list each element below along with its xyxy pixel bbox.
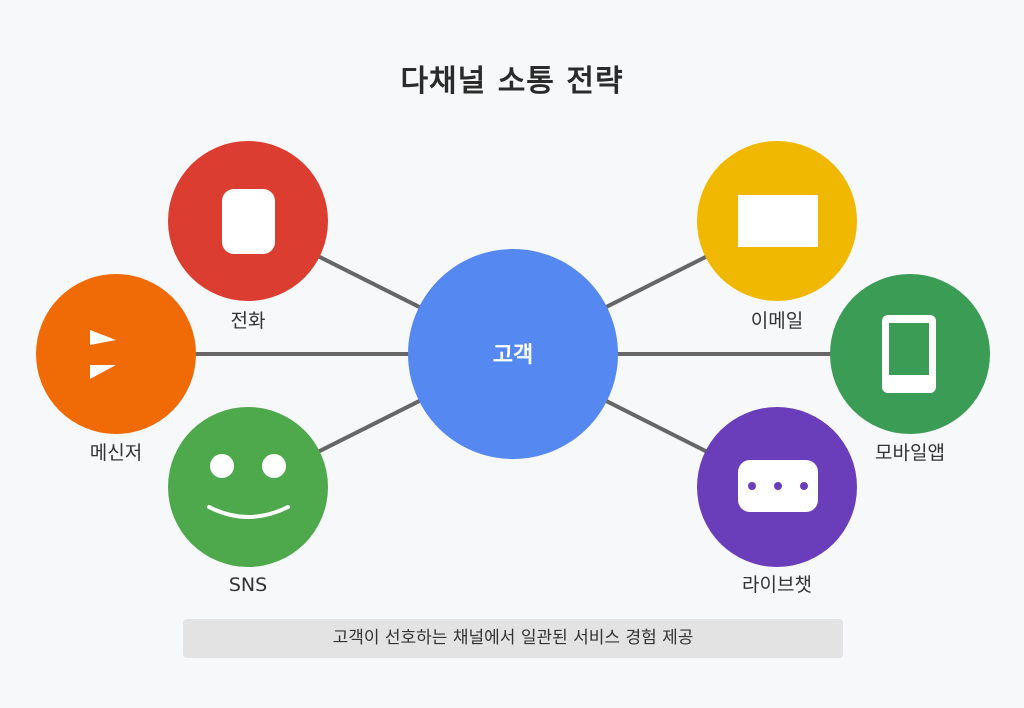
center-circle	[408, 249, 618, 459]
chat-bubble-icon	[738, 460, 818, 512]
center-label: 고객	[493, 343, 533, 368]
phone-icon	[222, 189, 275, 254]
sns-circle	[168, 407, 328, 567]
smiley-icon	[207, 454, 290, 519]
channel-label-messenger: 메신저	[90, 442, 142, 464]
mobile-icon	[882, 315, 936, 393]
messenger-circle	[36, 274, 196, 434]
channel-sns: SNS	[168, 407, 328, 596]
channel-phone: 전화	[168, 141, 328, 332]
channel-label-email: 이메일	[751, 310, 803, 332]
channel-label-phone: 전화	[231, 310, 266, 332]
channel-messenger: 메신저	[36, 274, 196, 464]
channel-label-mobile: 모바일앱	[875, 442, 945, 464]
channel-label-sns: SNS	[229, 574, 267, 596]
channel-label-livechat: 라이브챗	[742, 574, 812, 596]
channel-mobile: 모바일앱	[830, 274, 990, 464]
channel-livechat: 라이브챗	[697, 407, 857, 596]
caption-bar: 고객이 선호하는 채널에서 일관된 서비스 경험 제공	[183, 619, 843, 658]
envelope-icon	[738, 195, 818, 247]
messenger-icon	[90, 330, 116, 379]
channel-email: 이메일	[697, 141, 857, 332]
center-node: 고객	[408, 249, 618, 459]
diagram-title: 다채널 소통 전략	[400, 64, 624, 99]
